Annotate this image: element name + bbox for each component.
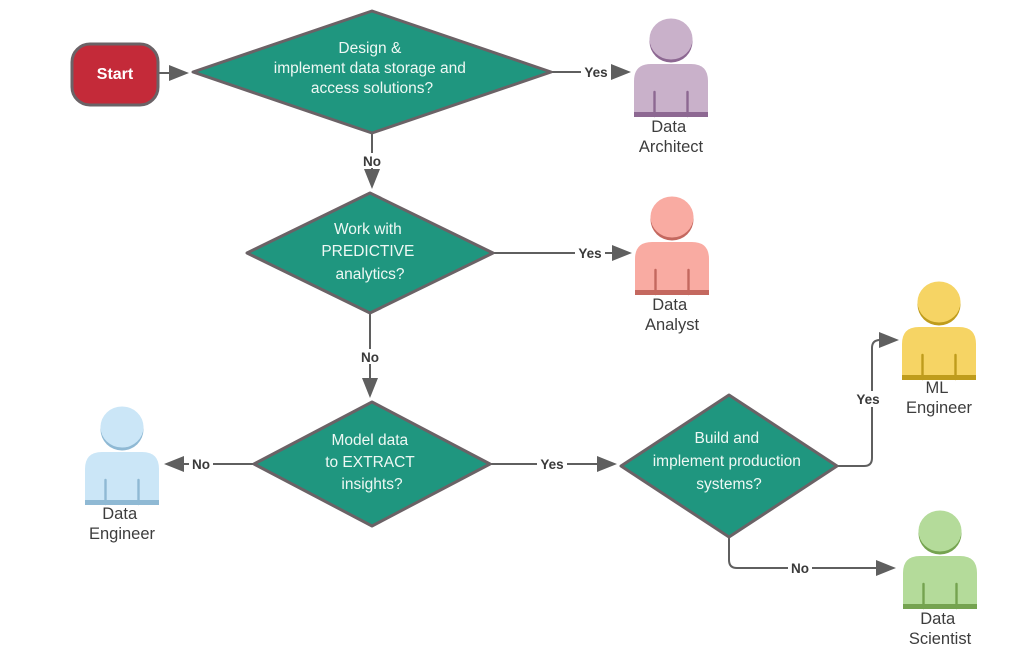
decision-predictive-shape [245,191,495,315]
decision-production-line2: implement production [653,453,801,470]
role-label-line2: Scientist [909,630,972,648]
person-torso [903,556,977,609]
decision-production-label: Build and implement production systems? [653,430,806,493]
decision-production-line3: systems? [696,476,762,493]
edge-label-extract-yes: Yes [540,457,563,472]
decision-extract-line2: to EXTRACT [325,454,415,471]
edge-label-production-yes: Yes [856,392,879,407]
edge-label-extract-no: No [192,457,210,472]
person-icon-data-scientist [903,510,977,610]
start-shape [70,42,160,107]
person-band [634,112,708,117]
start-node: Start [70,42,160,107]
person-torso [635,242,709,295]
edge-label-bg [853,391,884,407]
role-label-line2: Architect [639,138,704,156]
role-label-data-analyst: Data Analyst [645,296,700,334]
role-label-line2: Engineer [906,399,973,417]
edge-label-bg [189,456,213,471]
person-head [649,18,693,60]
person-head [650,196,694,238]
role-label-ml-engineer: ML Engineer [906,379,973,417]
role-label-line1: Data [651,118,687,136]
person-torso [902,327,976,380]
decision-production: Build and implement production systems? [619,393,839,539]
edge-label-predictive-no: No [361,350,379,365]
decision-storage-label: Design & implement data storage and acce… [274,40,470,97]
person-torso [634,64,708,117]
role-label-line1: ML [926,379,949,397]
start-label: Start [97,66,134,83]
person-icon-data-engineer [85,406,159,506]
decision-predictive-label: Work with PREDICTIVE analytics? [321,221,418,283]
decision-predictive-line1: Work with [334,221,402,238]
role-label-line2: Engineer [89,525,156,543]
decision-storage: Design & implement data storage and acce… [191,9,553,135]
person-icon-data-analyst [635,196,709,296]
person-band [902,375,976,380]
role-label-line2: Analyst [645,316,700,334]
role-label-data-scientist: Data Scientist [909,610,972,648]
decision-extract-label: Model data to EXTRACT insights? [325,432,419,493]
person-torso [85,452,159,505]
edge-production-to-scientist [728,537,896,576]
decision-production-line1: Build and [695,430,760,447]
role-label-data-architect: Data Architect [639,118,704,156]
person-head [917,281,961,323]
decision-extract-line1: Model data [331,432,408,449]
person-icon-data-architect [634,18,708,118]
role-label-data-engineer: Data Engineer [89,505,156,543]
person-icon-ml-engineer [902,281,976,381]
edge-label-predictive-yes: Yes [578,246,601,261]
decision-storage-line3: access solutions? [311,80,434,97]
person-head [100,406,144,448]
edge-label-bg [575,245,605,260]
person-band [635,290,709,295]
decision-predictive-line3: analytics? [336,266,405,283]
edge-label-bg [537,456,567,471]
edge-label-bg [788,560,812,575]
decision-predictive: Work with PREDICTIVE analytics? [245,191,495,315]
person-band [85,500,159,505]
edge-label-bg [360,153,384,168]
decision-production-shape [619,393,839,539]
decision-storage-shape [191,9,553,135]
decision-extract-shape [252,400,492,528]
edge-label-storage-yes: Yes [584,65,607,80]
edge-label-bg [581,64,611,79]
decision-storage-line2: implement data storage and [274,60,466,77]
edge-label-production-no: No [791,561,809,576]
edge-label-storage-no: No [363,154,381,169]
decision-storage-line1: Design & [338,40,402,57]
decision-extract-line3: insights? [341,476,403,493]
person-head [918,510,962,552]
role-label-line1: Data [920,610,956,628]
person-band [903,604,977,609]
decision-extract: Model data to EXTRACT insights? [252,400,492,528]
edge-labels: Yes No Yes No No Yes Yes No [189,64,884,576]
role-label-line1: Data [652,296,688,314]
edge-label-bg [358,349,382,364]
decision-predictive-line2: PREDICTIVE [321,243,414,260]
role-label-line1: Data [102,505,138,523]
